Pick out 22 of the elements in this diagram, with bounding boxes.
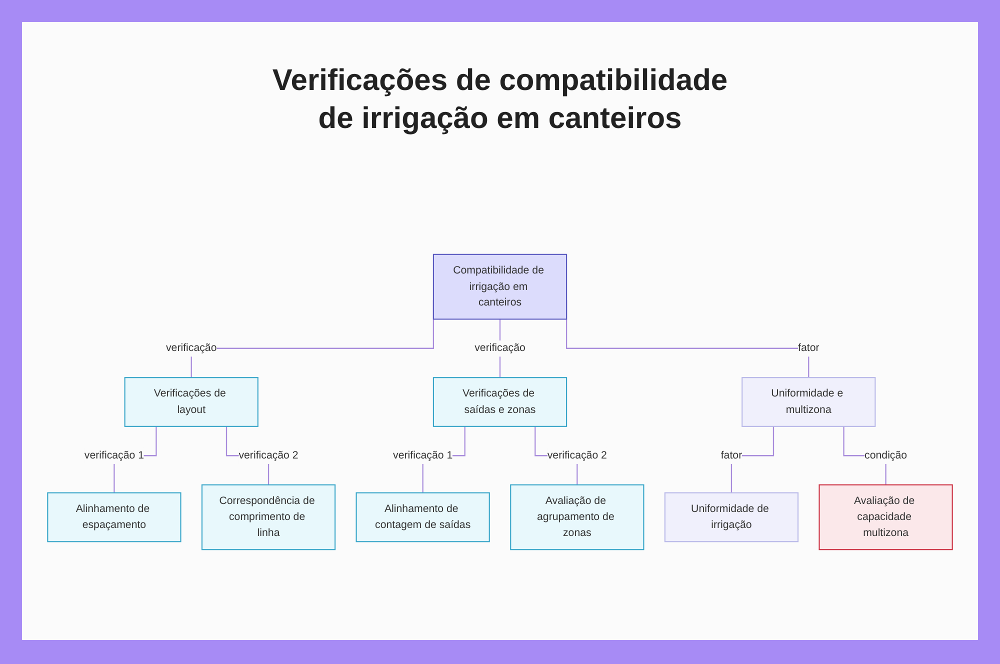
node-box <box>201 484 336 550</box>
node-box <box>742 377 876 427</box>
edge-label: fator <box>720 449 742 462</box>
node-box <box>432 254 568 320</box>
node-box <box>510 484 644 550</box>
node-box <box>356 492 490 542</box>
node-box <box>664 492 799 542</box>
edge-label: verificação 1 <box>393 449 453 462</box>
connector <box>730 426 774 494</box>
edge-label: verificação 1 <box>84 449 144 462</box>
edge-label: verificação <box>474 342 526 354</box>
node-box <box>818 484 953 550</box>
diagram-title: Verificações de compatibilidade de irrigação em canteiros <box>271 63 729 137</box>
node-box <box>47 492 182 542</box>
card-background: Verificações de compatibilidade de irrigação em canteiros verificação verificação fator verificação 1 verificação 2 verificação 1 verificação 2 fator condição Compatibilidade de irrigação em canteiros Verificações de layout Verificações de saídas e zonas Uniformidade e multizona Alinhamento de espaçamento Correspondência de comprimento de linha Alinhamento de contagem de saídas Avaliação de agrupamento de zonas Uniformidade de irrigação Avaliação de capacidade multizona <box>22 22 978 640</box>
node-box <box>124 377 258 427</box>
edge-label: condição <box>864 449 908 462</box>
edge-label: verificação 2 <box>547 449 607 462</box>
node-box <box>432 377 568 427</box>
edge-label: verificação 2 <box>238 449 298 462</box>
edge-label: fator <box>798 342 820 354</box>
edge-label: verificação <box>166 342 217 354</box>
